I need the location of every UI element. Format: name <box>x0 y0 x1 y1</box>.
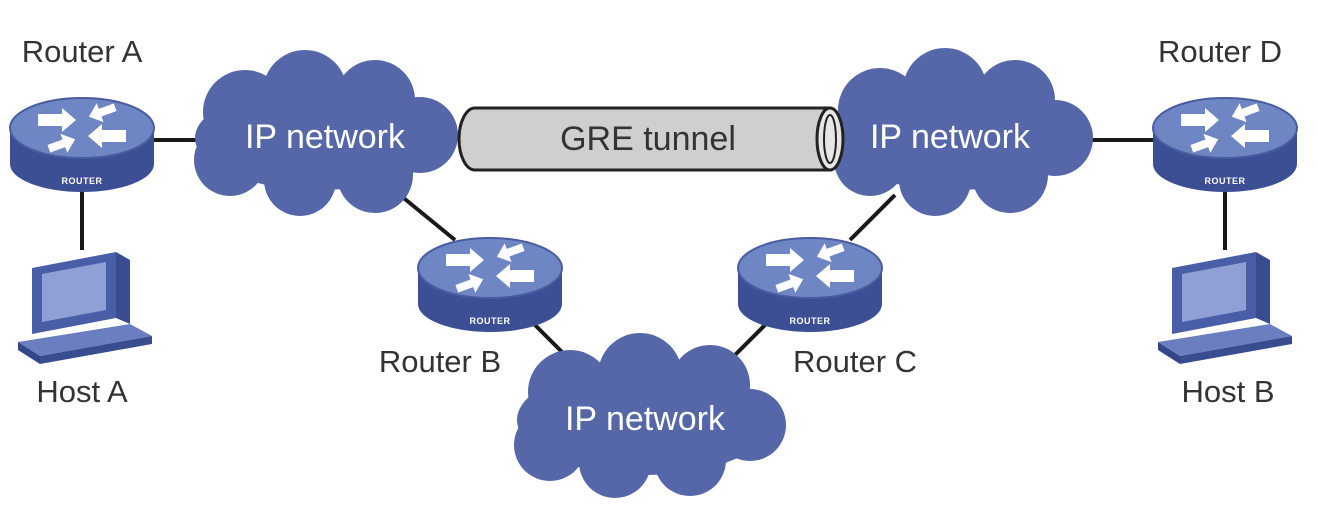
cloud-bottom: IP network <box>514 333 786 498</box>
router-c-label: Router C <box>793 344 917 379</box>
cloud-right-label: IP network <box>870 118 1031 156</box>
router-d: ROUTER <box>1152 96 1298 193</box>
router-b: ROUTER <box>417 236 563 333</box>
cloud-left: IP network <box>194 50 458 216</box>
router-d-label: Router D <box>1158 34 1282 69</box>
host-b-label: Host B <box>1181 374 1274 409</box>
gre-tunnel-label: GRE tunnel <box>560 120 736 158</box>
link-cloud-left-router-b <box>398 193 457 242</box>
router-a-badge: ROUTER <box>62 176 103 186</box>
host-b-computer-icon <box>1158 252 1292 364</box>
link-router-c-cloud-right <box>848 193 897 242</box>
router-c: ROUTER <box>737 236 883 333</box>
router-c-badge: ROUTER <box>790 316 831 326</box>
router-a-label: Router A <box>22 34 143 69</box>
router-b-label: Router B <box>379 344 501 379</box>
router-b-badge: ROUTER <box>470 316 511 326</box>
router-d-badge: ROUTER <box>1205 176 1246 186</box>
cloud-bottom-label: IP network <box>565 400 726 438</box>
host-a-label: Host A <box>36 374 128 409</box>
cloud-left-label: IP network <box>245 118 406 156</box>
host-a-computer-icon <box>18 252 152 364</box>
cloud-right: IP network <box>830 48 1093 216</box>
router-a: ROUTER <box>9 96 155 193</box>
gre-tunnel: GRE tunnel <box>457 106 845 172</box>
